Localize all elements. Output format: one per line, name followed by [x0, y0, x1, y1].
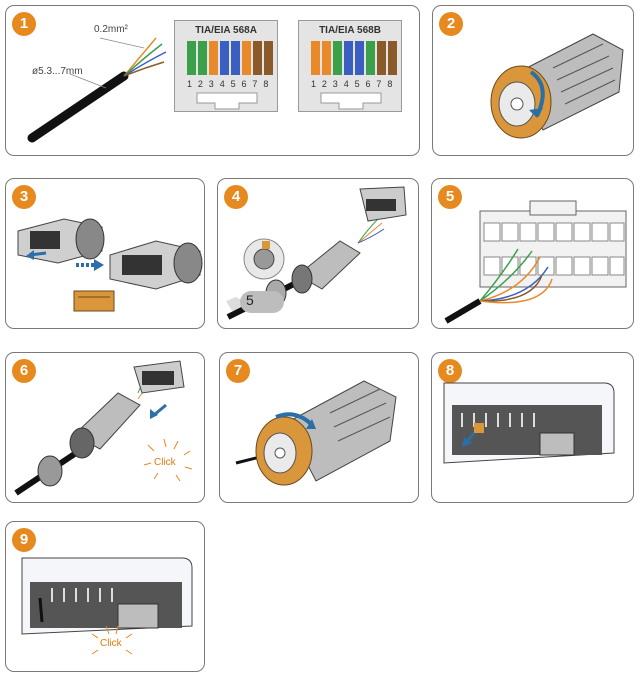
- step-8-badge: 8: [438, 359, 462, 383]
- pinout-568a-wires: [187, 41, 273, 110]
- step-5-panel: 5: [431, 178, 634, 329]
- pinout-568a-numbers: 1 2 3 4 5 6 7 8: [187, 79, 271, 89]
- inverter-connect-illustration: [443, 382, 615, 464]
- step-6-panel: 6 Click: [5, 352, 205, 503]
- terminal-insert-illustration: [444, 200, 627, 324]
- step-9-panel: 9 Click: [5, 521, 205, 672]
- step-4-badge: 4: [224, 185, 248, 209]
- connector-tighten-illustration: [235, 380, 397, 486]
- step-1-panel: 1 0.2mm² ø5.3...7mm TIA/EIA 568A 1 2 3 4…: [5, 5, 420, 156]
- pinout-568b-wires: [311, 41, 397, 110]
- step-9-badge: 9: [12, 528, 36, 552]
- step-5-badge: 5: [438, 185, 462, 209]
- step-2-badge: 2: [439, 12, 463, 36]
- pinout-568a-title: TIA/EIA 568A: [195, 25, 257, 36]
- step-3-badge: 3: [12, 185, 36, 209]
- pinout-568a: TIA/EIA 568A 1 2 3 4 5 6 7 8: [174, 20, 278, 112]
- connector-insert-click-illustration: [14, 360, 193, 496]
- connector-unscrew-illustration: [490, 33, 624, 139]
- cable-diameter-label: ø5.3...7mm: [32, 66, 83, 77]
- step-6-click-label: Click: [154, 457, 176, 468]
- cable-threading-illustration: [226, 186, 407, 320]
- cable-strip-illustration: [27, 37, 167, 143]
- part-number-label: 5: [246, 292, 254, 308]
- step-7-panel: 7: [219, 352, 419, 503]
- step-2-panel: 2: [432, 5, 634, 156]
- step-7-badge: 7: [226, 359, 250, 383]
- step-3-panel: 3: [5, 178, 205, 329]
- wire-size-label: 0.2mm²: [94, 24, 128, 35]
- connector-disassemble-illustration: [17, 218, 203, 312]
- step-6-badge: 6: [12, 359, 36, 383]
- step-1-badge: 1: [12, 12, 36, 36]
- pinout-568b-numbers: 1 2 3 4 5 6 7 8: [311, 79, 395, 89]
- pinout-568b: TIA/EIA 568B 1 2 3 4 5 6 7 8: [298, 20, 402, 112]
- pinout-568b-title: TIA/EIA 568B: [319, 25, 381, 36]
- step-9-click-label: Click: [100, 638, 122, 649]
- step-4-panel: 4 5: [217, 178, 419, 329]
- inverter-lock-click-illustration: [21, 557, 193, 655]
- step-8-panel: 8: [431, 352, 634, 503]
